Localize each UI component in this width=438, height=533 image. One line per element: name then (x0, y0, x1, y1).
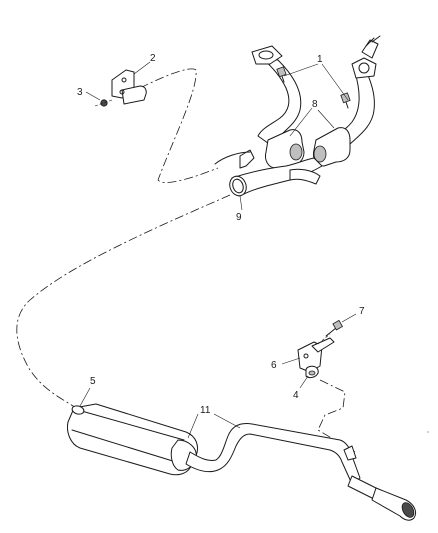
o2-sensor-wire (214, 151, 251, 165)
leader-11-a (187, 413, 199, 439)
y-pipe-branch (289, 168, 321, 185)
hanger-route-upper (139, 68, 219, 183)
left-converter-end (289, 143, 303, 161)
left-downpipe (257, 57, 302, 147)
tailpipe-hanger-rod (343, 445, 357, 461)
bracket-hole-upper (121, 77, 127, 83)
stud-nut-right (340, 92, 351, 109)
leader-1-a (283, 63, 319, 77)
right-flange-port (358, 62, 370, 74)
hanger-insulator (121, 85, 147, 105)
muffler-inlet-collar (71, 405, 85, 415)
front-hanger-bracket (94, 69, 147, 107)
y-pipe-body (231, 157, 323, 195)
rear-bracket-arm (311, 337, 335, 353)
muffler-seam-top (77, 409, 185, 441)
leader-8-b (317, 109, 335, 129)
callout-11: 11 (200, 405, 211, 416)
muffler-body (67, 403, 199, 476)
leader-3 (85, 91, 101, 101)
rear-hanger-bracket (297, 319, 344, 379)
callout-8: 8 (312, 99, 318, 110)
tailpipe-forward (185, 423, 361, 485)
callout-3: 3 (77, 87, 83, 98)
bracket-hole-lower (119, 89, 125, 95)
leader-1-b (321, 63, 349, 101)
tailpipe-tip-opening (401, 502, 415, 518)
right-pipe-upper (365, 35, 381, 47)
callout-7: 7 (359, 306, 365, 317)
callout-6: 6 (271, 360, 277, 371)
hex-nut (100, 99, 108, 107)
leader-7 (341, 313, 357, 323)
leader-9 (239, 195, 243, 211)
leader-11-b (213, 413, 241, 429)
rear-bolt-head (332, 319, 344, 331)
nut-centerline (94, 99, 113, 107)
catalytic-converters (265, 127, 351, 169)
left-flange-port (258, 50, 274, 60)
leader-2 (133, 61, 151, 75)
leader-4 (299, 375, 309, 389)
o2-sensor-bracket (239, 149, 255, 169)
rear-bolt-shank (325, 327, 337, 337)
rear-bracket-hole (303, 353, 309, 359)
leader-8-a (289, 107, 313, 137)
y-pipe-inlet-inner (232, 178, 244, 194)
callout-9: 9 (236, 212, 242, 223)
right-converter-end (313, 145, 327, 163)
stud-nut-left (276, 66, 287, 83)
callout-5: 5 (90, 376, 96, 387)
left-flange (251, 45, 283, 65)
callout-1: 1 (317, 54, 323, 65)
y-pipe (214, 149, 323, 197)
isolator-hole (308, 370, 316, 376)
leader-lines (79, 61, 357, 439)
bolt-centerline (317, 333, 331, 345)
leader-6 (281, 357, 301, 365)
callout-labels: 1 2 3 4 5 6 7 8 9 11 (77, 53, 365, 416)
muffler-tailpipe-assembly (67, 403, 417, 521)
stray-dot (427, 431, 429, 433)
hanger-route-rear (317, 379, 356, 453)
exhaust-downpipes (251, 35, 381, 151)
muffler-seam-bottom (71, 429, 177, 463)
routing-lines (16, 68, 356, 453)
leader-5 (79, 387, 91, 407)
callout-4: 4 (293, 390, 299, 401)
right-flange (351, 57, 377, 79)
hanger-route-front-to-muffler (16, 194, 231, 409)
callout-2: 2 (150, 53, 156, 64)
